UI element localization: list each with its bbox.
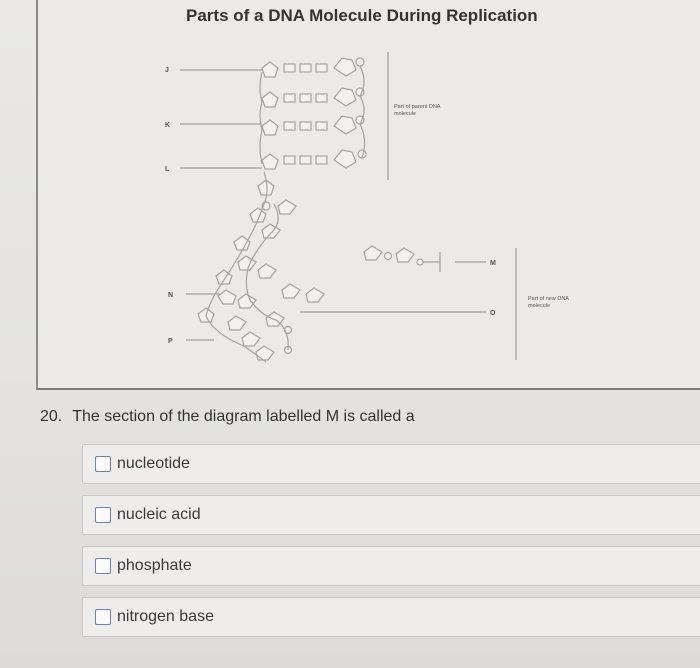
checkbox-icon[interactable]: [95, 456, 111, 472]
option-nitrogen-base[interactable]: nitrogen base: [82, 597, 700, 637]
option-nucleotide[interactable]: nucleotide: [82, 444, 700, 484]
label-J: J: [165, 67, 169, 74]
dna-replication-diagram: J K L N P M O Part of parent DNA molecul…: [165, 52, 569, 363]
option-label: phosphate: [117, 557, 192, 574]
label-M: M: [490, 260, 496, 267]
label-K: K: [165, 122, 170, 129]
question-prompt: The section of the diagram labelled M is…: [72, 408, 415, 425]
option-label: nucleotide: [117, 455, 190, 472]
figure-title: Parts of a DNA Molecule During Replicati…: [186, 6, 538, 25]
label-N: N: [168, 292, 173, 299]
label-L: L: [165, 166, 170, 173]
checkbox-icon[interactable]: [95, 507, 111, 523]
option-label: nitrogen base: [117, 608, 214, 625]
checkbox-icon[interactable]: [95, 609, 111, 625]
option-nucleic-acid[interactable]: nucleic acid: [82, 495, 700, 535]
label-O: O: [490, 310, 496, 317]
label-P: P: [168, 338, 173, 345]
option-phosphate[interactable]: phosphate: [82, 546, 700, 586]
dna-figure-panel: [36, 0, 700, 390]
checkbox-icon[interactable]: [95, 558, 111, 574]
option-label: nucleic acid: [117, 506, 201, 523]
parent-dna-label: Part of parent DNA molecule: [394, 104, 441, 117]
question-text: 20. The section of the diagram labelled M…: [40, 408, 415, 426]
question-number: 20.: [40, 408, 63, 425]
new-dna-label: Part of new DNA molecule: [528, 296, 569, 309]
